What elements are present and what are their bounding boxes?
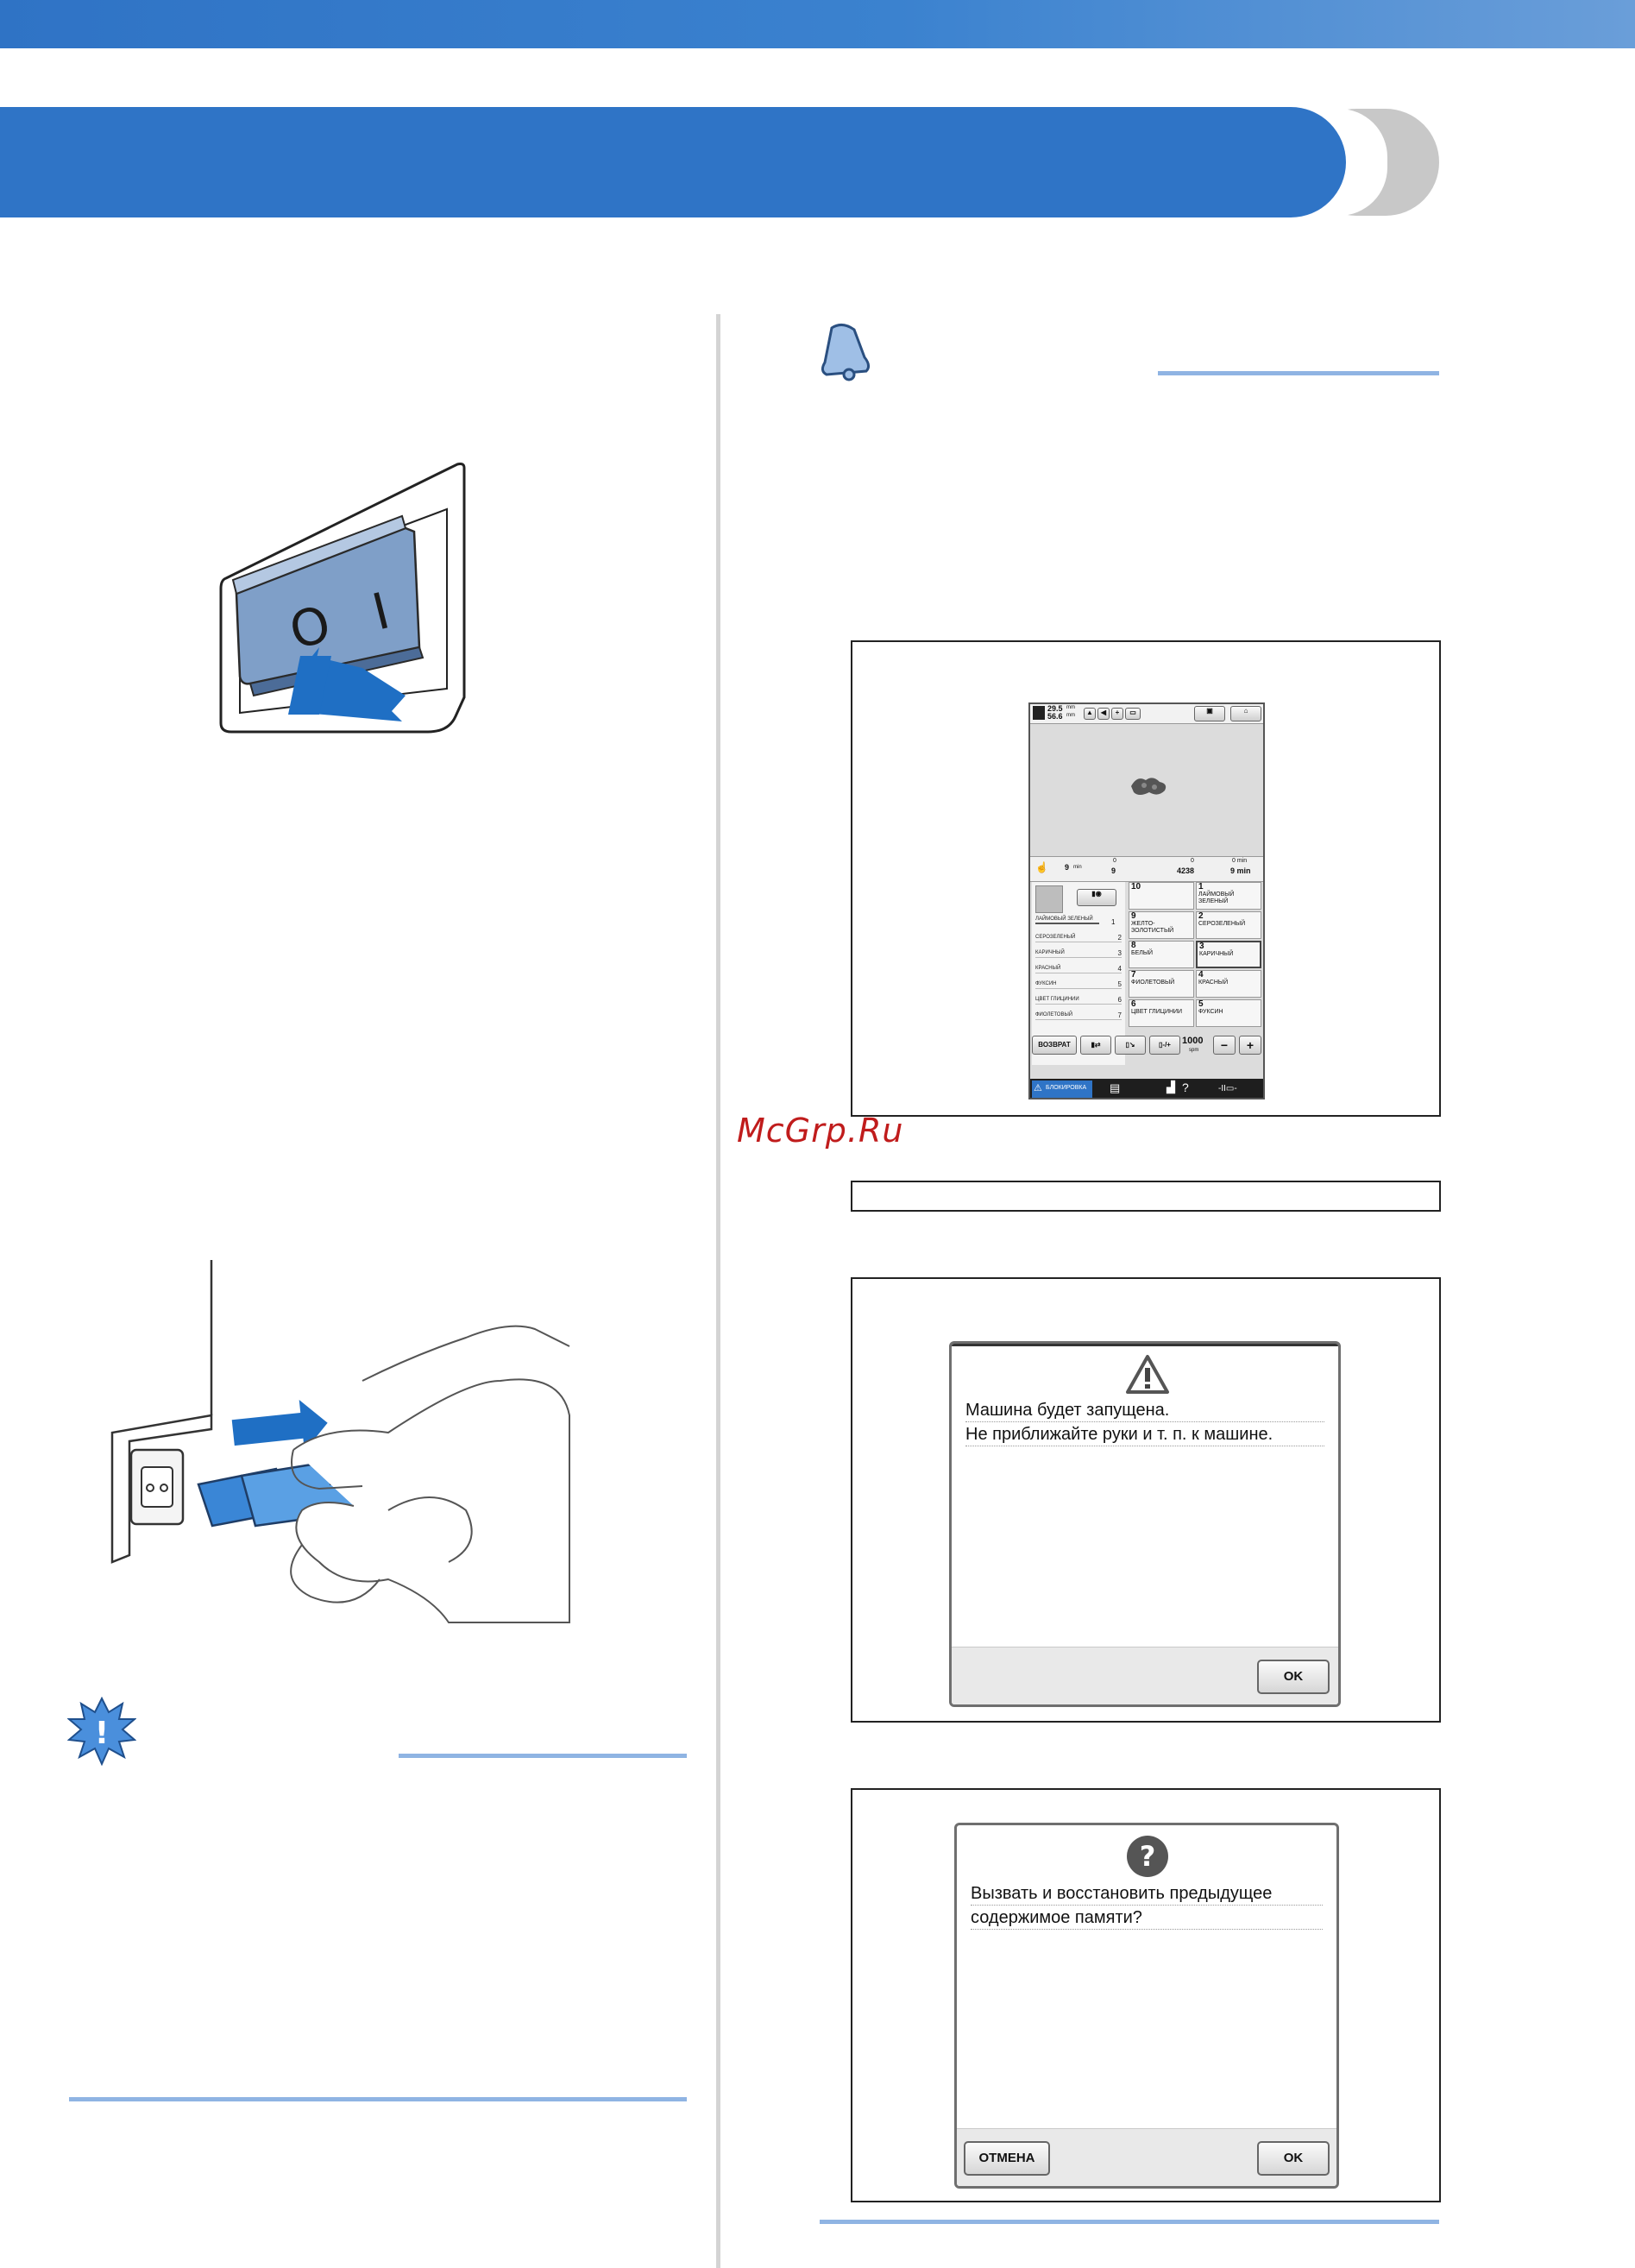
design-thumbnail [1035,885,1063,913]
hoop-icon[interactable]: -II▭- [1218,1084,1237,1093]
lock-button[interactable] [1032,1080,1092,1098]
preview-button[interactable]: ▭ [1125,708,1141,720]
question-line-2: содержимое памяти? [971,1906,1323,1930]
figure-question-dialog: ? Вызвать и восстановить предыдущее соде… [851,1788,1441,2202]
speed-unit: spm [1189,1048,1199,1053]
svg-text:?: ? [1140,1840,1156,1873]
note-top-rule [399,1754,687,1758]
stitch-top: 0 [1113,858,1116,864]
time-left-unit: min [1073,865,1082,870]
stitch-bottom: 9 [1111,866,1116,875]
document-icon[interactable]: ▤ [1110,1081,1121,1094]
total-top: 0 min [1232,858,1248,864]
view-button[interactable]: ▣ [1194,706,1225,721]
time-left: 9 [1065,863,1070,872]
frame-size-icon [1033,706,1045,720]
warning-triangle-icon [1126,1355,1169,1394]
spool-10: 10 [1129,882,1194,910]
width-unit: mm [1066,705,1075,710]
svg-text:!: ! [95,1716,109,1751]
color-list-row-1: ЛАЙМОВЫЙ ЗЕЛЕНЫЙ [1035,917,1099,924]
foot-button[interactable]: ▯↘ [1115,1036,1146,1055]
question-icon: ? [1127,1836,1168,1877]
home-button[interactable]: ⌂ [1230,706,1261,721]
speed-value: 1000 [1182,1036,1204,1046]
thread-cut-button[interactable]: ▮◉ [1077,889,1116,906]
warning-line-2: Не приближайте руки и т. п. к машине. [965,1423,1324,1446]
figure-warning-dialog: Машина будет запущена. Не приближайте ру… [851,1277,1441,1723]
question-line-1: Вызвать и восстановить предыдущее [971,1882,1323,1906]
question-dialog: ? Вызвать и восстановить предыдущее соде… [954,1823,1339,2189]
arrow-side-button[interactable]: ◀ [1097,708,1110,720]
column-divider [716,314,720,2268]
bell-icon [821,324,871,381]
zoom-button[interactable]: + [1111,708,1123,720]
count-bottom: 4238 [1177,866,1195,875]
warning-icon: ⚠ [1034,1083,1042,1093]
callout-box [851,1181,1441,1212]
note-starburst-icon: ! [67,1697,136,1766]
ok-button[interactable]: OK [1257,1660,1330,1694]
total-bottom: 9 min [1230,866,1251,875]
help-mark[interactable]: ? [1182,1080,1189,1094]
speed-minus-button[interactable]: − [1213,1036,1236,1055]
needle-button[interactable]: ▮⇄ [1080,1036,1111,1055]
figure-embroidering-screen: 29.5 mm 56.6 mm ▲ ◀ + ▭ ▣ ⌂ ☝ 9 min 0 9 … [851,640,1441,1117]
top-color-bar [0,0,1635,48]
machine-icon[interactable]: ▟ [1167,1080,1175,1093]
height-unit: mm [1066,713,1075,718]
dialog-top-edge [952,1344,1338,1346]
progress-bar-area [1030,856,1263,882]
cancel-button[interactable]: ОТМЕНА [964,2141,1050,2176]
lock-label: БЛОКИРОВКА [1046,1085,1087,1091]
lcd-top-bar [1030,704,1263,724]
power-switch-icon: O I [219,463,466,734]
ok-button[interactable]: OK [1257,2141,1330,2176]
memo-rule [1158,371,1439,375]
height-value: 56.6 [1047,712,1063,721]
back-button[interactable]: ВОЗВРАТ [1032,1036,1077,1055]
lcd-screen: 29.5 mm 56.6 mm ▲ ◀ + ▭ ▣ ⌂ ☝ 9 min 0 9 … [1028,702,1265,1099]
watermark: McGrp.Ru [737,1112,904,1150]
count-top: 0 [1191,858,1194,864]
arrow-up-button[interactable]: ▲ [1084,708,1096,720]
warning-dialog: Машина будет запущена. Не приближайте ру… [949,1341,1341,1707]
design-preview [1131,778,1167,795]
hand-icon: ☝ [1035,861,1048,873]
memo-bottom-rule [820,2220,1439,2224]
section-banner [0,107,1346,217]
note-bottom-rule [69,2097,687,2101]
width-value: 29.5 [1047,704,1063,713]
warning-line-1: Машина будет запущена. [965,1399,1324,1422]
color-list-idx-1: 1 [1111,918,1116,926]
speed-plus-button[interactable]: + [1239,1036,1261,1055]
power-plug-icon [110,1260,570,1623]
stitch-step-button[interactable]: ▯-/+ [1149,1036,1180,1055]
